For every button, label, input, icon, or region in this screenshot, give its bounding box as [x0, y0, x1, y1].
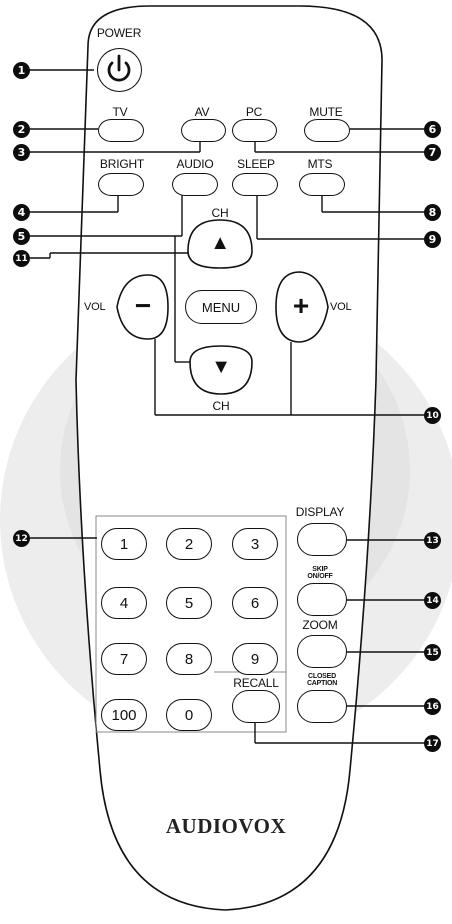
power-label: POWER: [96, 26, 142, 40]
mts-label: MTS: [307, 157, 333, 171]
closed-caption-label: CLOSED CAPTION: [307, 673, 337, 687]
closed-caption-button[interactable]: [297, 690, 347, 723]
callout-15: 15: [424, 644, 441, 661]
callout-6: 6: [424, 121, 441, 138]
audio-label: AUDIO: [176, 157, 214, 171]
numpad-key-6[interactable]: 6: [232, 587, 278, 619]
power-button[interactable]: [97, 48, 142, 92]
ch-up-pad[interactable]: [187, 219, 253, 269]
numpad-key-1[interactable]: 1: [101, 528, 147, 560]
sleep-label: SLEEP: [237, 157, 275, 171]
skip-label-line1: SKIP: [312, 566, 328, 573]
mute-label: MUTE: [309, 105, 343, 119]
numpad-key-100[interactable]: 100: [101, 699, 147, 731]
mts-button[interactable]: [299, 173, 345, 196]
vol-minus-icon: −: [134, 290, 152, 321]
callout-3: 3: [13, 144, 30, 161]
numpad-key-9[interactable]: 9: [232, 643, 278, 675]
bright-button[interactable]: [98, 173, 144, 196]
mute-button[interactable]: [304, 119, 350, 142]
numpad-key-7[interactable]: 7: [101, 643, 147, 675]
numpad-frame: [95, 515, 287, 733]
vol-minus-pad[interactable]: [116, 274, 169, 340]
tv-button[interactable]: [98, 119, 144, 142]
ch-down-arrow-icon: ▼: [211, 356, 231, 378]
ch-down-label: CH: [212, 399, 230, 413]
display-label: DISPLAY: [295, 505, 345, 519]
callout-14: 14: [424, 592, 441, 609]
callout-9: 9: [424, 231, 441, 248]
callout-8: 8: [424, 204, 441, 221]
numpad-key-4[interactable]: 4: [101, 587, 147, 619]
tv-label: TV: [112, 105, 128, 119]
numpad-key-3[interactable]: 3: [232, 528, 278, 560]
remote-outline: [75, 5, 383, 911]
callout-12: 12: [13, 530, 30, 547]
callout-2: 2: [13, 121, 30, 138]
menu-button[interactable]: MENU: [185, 290, 257, 324]
skip-label: SKIP ON/OFF: [307, 566, 332, 580]
sleep-button[interactable]: [232, 173, 278, 196]
zoom-label: ZOOM: [302, 618, 338, 632]
av-label: AV: [194, 105, 210, 119]
vol-left-label: VOL: [84, 301, 106, 313]
callout-10: 10: [424, 407, 441, 424]
zoom-button[interactable]: [297, 635, 347, 668]
callout-13: 13: [424, 532, 441, 549]
numpad-key-0[interactable]: 0: [166, 699, 212, 731]
callout-17: 17: [424, 735, 441, 752]
display-button[interactable]: [297, 523, 347, 556]
vol-plus-icon: +: [292, 290, 310, 321]
audio-button[interactable]: [172, 173, 218, 196]
leader-lines: [22, 69, 430, 744]
callout-11: 11: [13, 250, 30, 267]
numpad-key-2[interactable]: 2: [166, 528, 212, 560]
callout-1: 1: [13, 62, 30, 79]
closed-caption-label-line1: CLOSED: [308, 673, 336, 680]
vol-plus-pad[interactable]: [275, 271, 329, 343]
callout-4: 4: [13, 204, 30, 221]
ch-up-arrow-icon: ▲: [210, 232, 230, 254]
ch-up-label: CH: [211, 206, 229, 220]
pc-button[interactable]: [232, 119, 277, 142]
ch-down-pad[interactable]: [189, 345, 253, 395]
numpad-key-5[interactable]: 5: [166, 587, 212, 619]
brand-logo: AUDIOVOX: [165, 814, 287, 838]
callout-16: 16: [424, 698, 441, 715]
numpad-key-8[interactable]: 8: [166, 643, 212, 675]
pc-label: PC: [245, 105, 263, 119]
skip-button[interactable]: [297, 583, 347, 616]
vol-right-label: VOL: [330, 301, 352, 313]
recall-button[interactable]: [232, 690, 280, 723]
skip-label-line2: ON/OFF: [307, 573, 333, 580]
closed-caption-label-line2: CAPTION: [306, 680, 338, 687]
callout-5: 5: [13, 228, 30, 245]
callout-7: 7: [424, 144, 441, 161]
recall-label: RECALL: [233, 676, 279, 690]
bright-label: BRIGHT: [99, 157, 145, 171]
av-button[interactable]: [181, 119, 226, 142]
